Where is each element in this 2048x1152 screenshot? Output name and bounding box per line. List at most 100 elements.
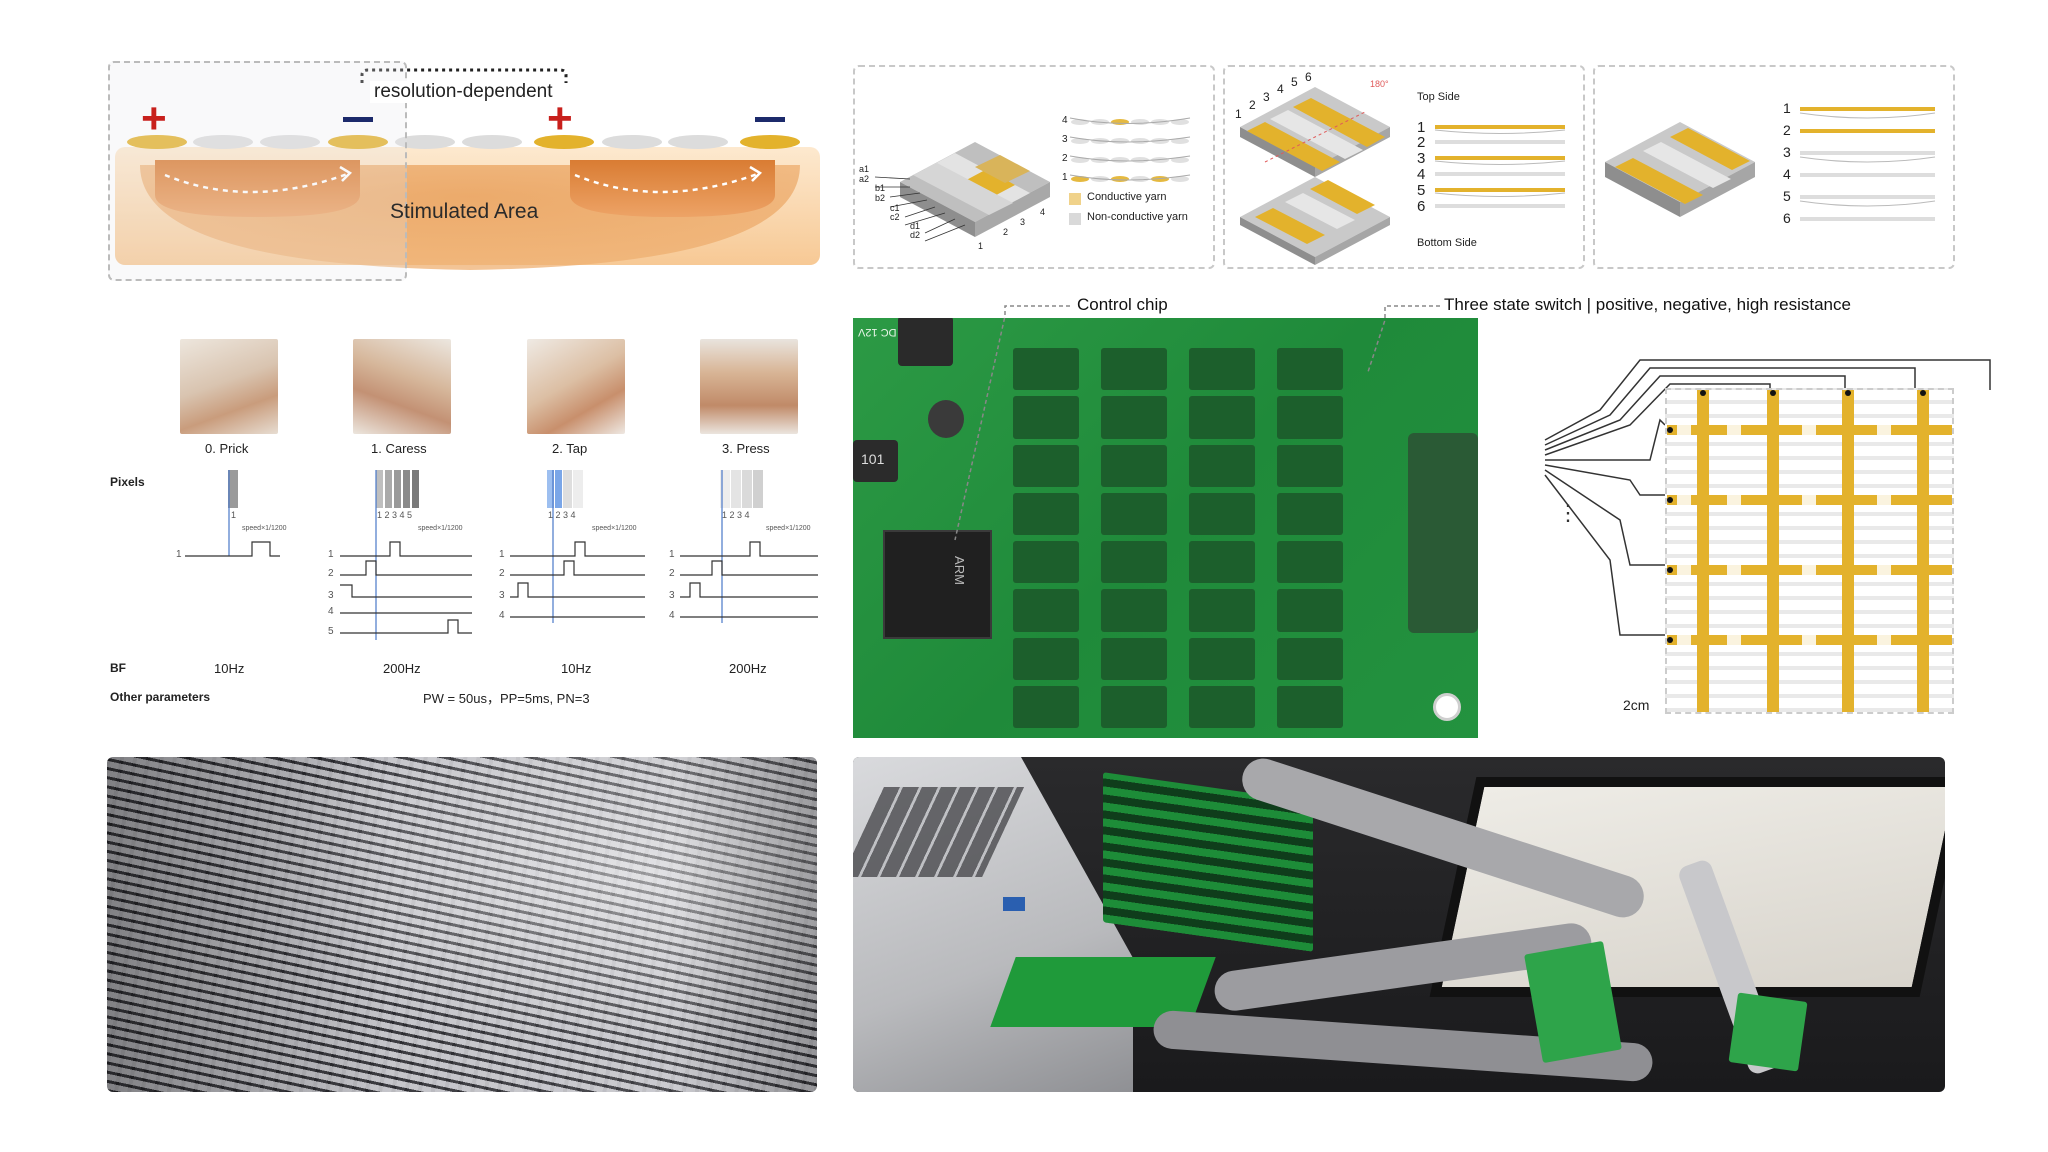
caress-row-4: 4: [328, 606, 334, 617]
p2-cross-rows: [1434, 125, 1566, 208]
bf-press: 200Hz: [729, 661, 767, 676]
p3-row-1: 1: [1783, 100, 1791, 116]
caress-row-1: 1: [328, 549, 334, 560]
cross-section-rows: [1069, 117, 1191, 182]
photo-tap: [527, 339, 625, 434]
p3-row-3: 3: [1783, 144, 1791, 160]
resolution-bracket: [360, 68, 568, 83]
bf-tap: 10Hz: [561, 661, 592, 676]
tap-row-1: 1: [499, 549, 505, 560]
switch-chip: [1189, 444, 1255, 487]
prick-pixel-num: 1: [231, 510, 237, 520]
bf-prick: 10Hz: [214, 661, 245, 676]
switch-chip: [1013, 348, 1079, 391]
stim-bowl-left: [155, 160, 360, 217]
top-side-label: Top Side: [1417, 91, 1460, 103]
double-weave-svg: [1605, 107, 1936, 221]
switch-chip: [1277, 396, 1343, 439]
tap-row-2: 2: [499, 568, 505, 579]
p1-row-3: 3: [1062, 134, 1068, 145]
p2-row-1: 1: [1417, 119, 1426, 136]
switch-chip: [1189, 637, 1255, 680]
current-arc-right: [574, 171, 761, 194]
mode-label-caress: 1. Caress: [371, 441, 427, 456]
adapter-board-2: [1728, 992, 1808, 1072]
ellipsis-dots: ⋮: [1557, 500, 1579, 525]
setup-photo: [853, 757, 1945, 1092]
switch-chip: [1101, 492, 1167, 535]
switch-chip: [1101, 396, 1167, 439]
p1-col-1: 1: [978, 241, 984, 251]
switch-chip: [1101, 589, 1167, 632]
p2-num-5: 5: [1291, 75, 1298, 89]
switch-chip: [1101, 348, 1167, 391]
press-row-3: 3: [669, 590, 675, 601]
textile-grid: [1665, 388, 1954, 714]
switch-chip: [1013, 589, 1079, 632]
switch-chip: [1189, 396, 1255, 439]
p2-row-2: 2: [1417, 134, 1426, 151]
switch-chip: [1277, 637, 1343, 680]
arm-chip: [883, 530, 992, 639]
switch-chip: [1189, 541, 1255, 584]
p3-cross-rows: [1799, 107, 1936, 221]
switch-chip-grid: [1013, 348, 1343, 728]
fabric-vignette: [107, 757, 817, 1092]
textile-electrodes-svg: [1667, 390, 1952, 712]
p1-row-1: 1: [1062, 172, 1068, 183]
p1-side-a2: a2: [859, 174, 870, 184]
pcb-photo: DC 12V 101 ARM: [853, 318, 1478, 738]
speed-label-press: speed×1/1200: [766, 525, 811, 532]
switch-chip: [1013, 444, 1079, 487]
p2-num-3: 3: [1263, 90, 1270, 104]
top-bottom-weave-svg: [1240, 87, 1566, 265]
mode-label-tap: 2. Tap: [552, 441, 588, 456]
p2-row-4: 4: [1417, 166, 1426, 183]
switch-chip: [1013, 492, 1079, 535]
stimulation-diagram: + + resolution-dependent Stimulated Area: [100, 55, 825, 285]
p1-side-b1: b1: [875, 183, 886, 193]
p1-side-c1: c1: [890, 203, 900, 213]
p3-row-6: 6: [1783, 210, 1791, 226]
plus-sign-right: +: [547, 94, 573, 143]
switch-chip: [1189, 589, 1255, 632]
p2-row-6: 6: [1417, 198, 1426, 215]
speed-label-caress: speed×1/1200: [418, 525, 463, 532]
switch-chip: [1013, 685, 1079, 728]
p2-num-2: 2: [1249, 98, 1256, 112]
switch-chip: [1277, 685, 1343, 728]
other-params-value: PW = 50us，PP=5ms, PN=3: [423, 691, 590, 706]
press-pixel-nums: 1 2 3 4: [722, 510, 750, 520]
press-row-2: 2: [669, 568, 675, 579]
p2-num-1: 1: [1235, 107, 1242, 121]
mode-label-press: 3. Press: [722, 441, 770, 456]
switch-label: Three state switch | positive, negative,…: [1444, 295, 1851, 314]
inductor: [853, 440, 898, 482]
p1-side-c2: c2: [890, 212, 900, 222]
yarn-panel-1: 4 3 2 1 a1 a2 b1 b2 c1 c2 d1 d2 1 2 3 4 …: [853, 65, 1215, 269]
switch-chip: [1277, 541, 1343, 584]
p1-col-2: 2: [1003, 227, 1009, 237]
switch-chip: [1101, 685, 1167, 728]
switch-chip: [1277, 444, 1343, 487]
p3-row-5: 5: [1783, 188, 1791, 204]
p3-row-2: 2: [1783, 122, 1791, 138]
caress-pixel-nums: 1 2 3 4 5: [377, 510, 413, 520]
switch-chip: [1189, 492, 1255, 535]
pcb-label-101: 101: [861, 451, 885, 467]
switch-chip: [1277, 348, 1343, 391]
capacitor: [928, 400, 964, 438]
stimulation-diagram-svg: [115, 68, 820, 270]
p3-row-4: 4: [1783, 166, 1791, 182]
switch-chip: [1189, 685, 1255, 728]
pixels-label: Pixels: [110, 475, 145, 489]
speed-label-prick: speed×1/1200: [242, 525, 287, 532]
p2-num-6: 6: [1305, 70, 1312, 84]
photo-prick: [180, 339, 278, 434]
legend-swatch-conductive: [1069, 193, 1081, 205]
p1-side-d2: d2: [910, 230, 921, 240]
p1-side-a1: a1: [859, 164, 870, 174]
electrode-row: [127, 135, 800, 149]
scale-label: 2cm: [1623, 697, 1650, 713]
speed-label-tap: speed×1/1200: [592, 525, 637, 532]
